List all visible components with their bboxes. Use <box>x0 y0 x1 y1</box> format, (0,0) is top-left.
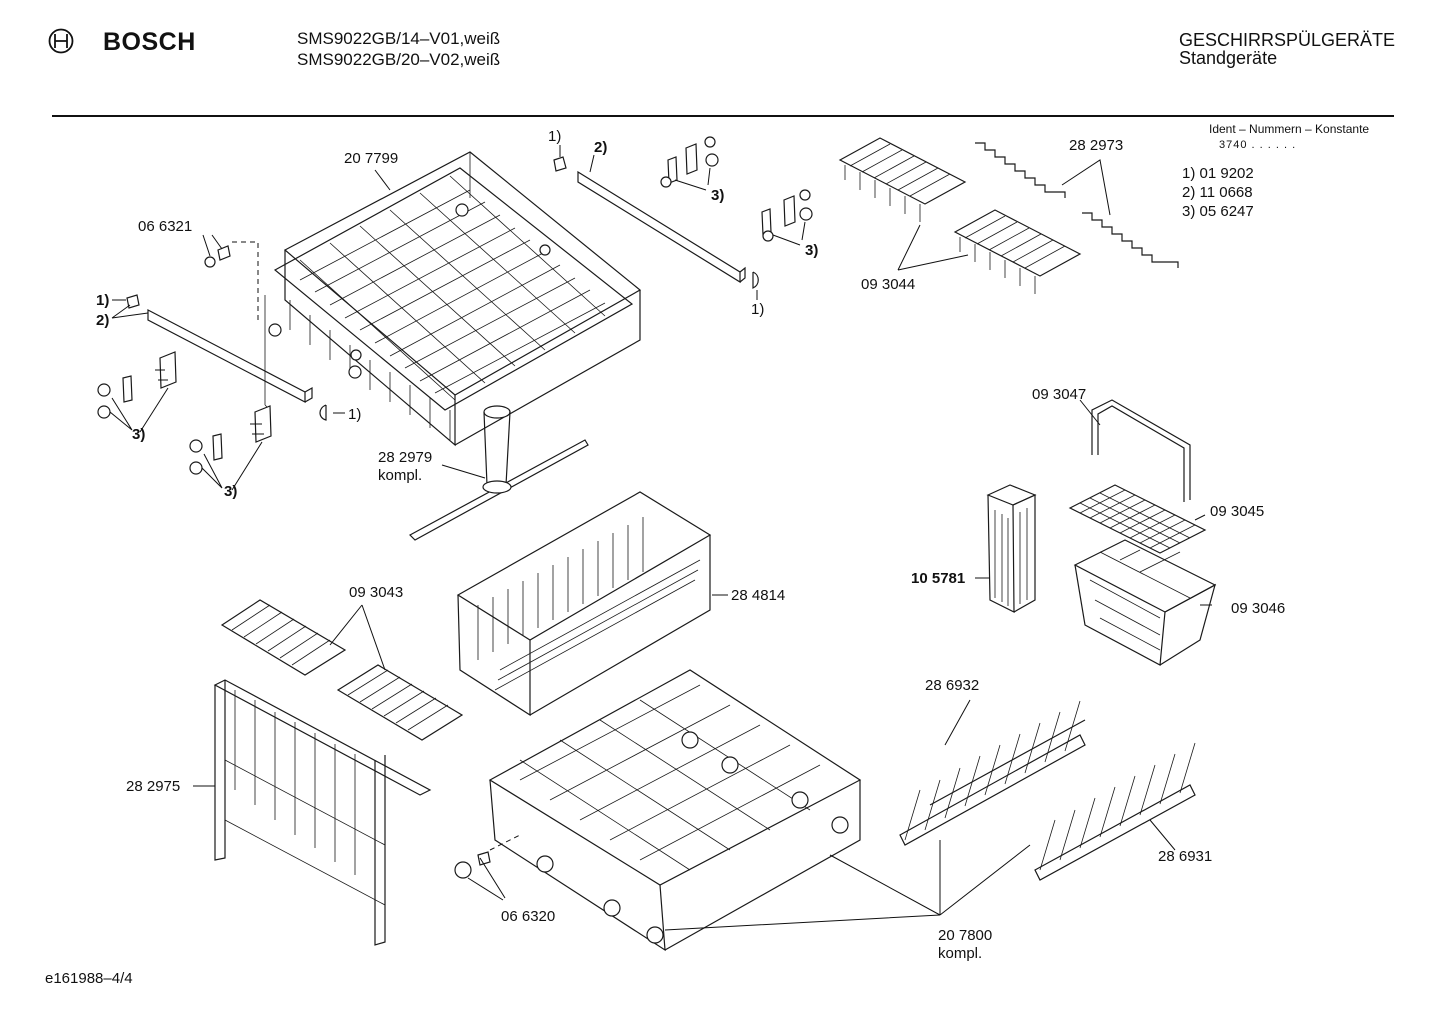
model-line-1: SMS9022GB/14–V01,weiß <box>297 29 501 48</box>
ident-item-3: 3) 05 6247 <box>1182 203 1254 220</box>
category-title: GESCHIRRSPÜLGERÄTE <box>1179 30 1396 50</box>
label-093043: 09 3043 <box>349 584 404 601</box>
upper-basket-drawing <box>264 151 642 447</box>
part-284814-drawing <box>456 491 728 717</box>
part-207800-drawing <box>488 669 941 952</box>
bosch-logo-icon <box>48 28 74 54</box>
ident-item-2: 2) 11 0668 <box>1182 184 1253 201</box>
label-282973: 28 2973 <box>1069 137 1124 154</box>
label-105781: 10 5781 <box>911 570 966 587</box>
left-rail-drawing <box>111 294 345 421</box>
label-093044: 09 3044 <box>861 276 916 293</box>
label-284814: 28 4814 <box>731 587 786 604</box>
part-066320-drawing <box>454 834 664 944</box>
callout-2-right-top: 2) <box>594 139 608 156</box>
part-282973-drawing <box>975 142 1179 268</box>
label-093045: 09 3045 <box>1210 503 1265 520</box>
part-093047-drawing <box>1079 399 1191 502</box>
callout-1-left: 1) <box>96 292 110 309</box>
label-286931: 28 6931 <box>1158 848 1213 865</box>
label-066320: 06 6320 <box>501 908 556 925</box>
ident-title: Ident – Nummern – Konstante <box>1209 122 1370 136</box>
callout-3-right-top-a: 3) <box>711 187 725 204</box>
part-093043-drawing <box>220 599 464 741</box>
label-207800: 20 7800 <box>938 927 993 944</box>
part-093045-drawing <box>1068 484 1207 554</box>
part-282975-drawing <box>193 679 432 946</box>
callout-1-left-rail: 1) <box>348 406 362 423</box>
part-286932-drawing <box>899 699 1086 915</box>
callout-3-left-b: 3) <box>224 483 238 500</box>
part-066321-drawing <box>202 234 231 268</box>
left-runner-clips-drawing <box>97 351 272 491</box>
label-282979: 28 2979 <box>378 449 433 466</box>
callout-1-right-top: 1) <box>548 128 562 145</box>
label-066321: 06 6321 <box>138 218 193 235</box>
callout-3-left-a: 3) <box>132 426 146 443</box>
part-093044-drawing <box>838 137 1082 294</box>
assembly-dashed-line <box>232 241 259 320</box>
brand-name: BOSCH <box>103 28 196 56</box>
part-105781-drawing <box>975 484 1037 613</box>
part-282979-drawing <box>409 405 589 541</box>
label-282975: 28 2975 <box>126 778 181 795</box>
label-286932: 28 6932 <box>925 677 980 694</box>
callout-1-right-rail: 1) <box>751 301 765 318</box>
label-207800-kompl: kompl. <box>938 945 983 962</box>
ident-code: 3740 . . . . . . <box>1219 139 1297 151</box>
label-207799: 20 7799 <box>344 150 399 167</box>
right-rail-drawing <box>553 145 759 300</box>
model-line-2: SMS9022GB/20–V02,weiß <box>297 50 501 69</box>
part-093046-drawing <box>1073 539 1217 666</box>
callout-2-left: 2) <box>96 312 110 329</box>
header-divider <box>52 115 1394 117</box>
label-093046: 09 3046 <box>1231 600 1286 617</box>
part-286931-drawing <box>939 742 1196 916</box>
ident-item-1: 1) 01 9202 <box>1182 165 1254 182</box>
document-id: e161988–4/4 <box>45 970 133 987</box>
right-runner-clips-drawing <box>660 136 813 246</box>
category-subtitle: Standgeräte <box>1179 48 1278 68</box>
label-282979-kompl: kompl. <box>378 467 423 484</box>
callout-3-right-top-b: 3) <box>805 242 819 259</box>
label-093047: 09 3047 <box>1032 386 1087 403</box>
